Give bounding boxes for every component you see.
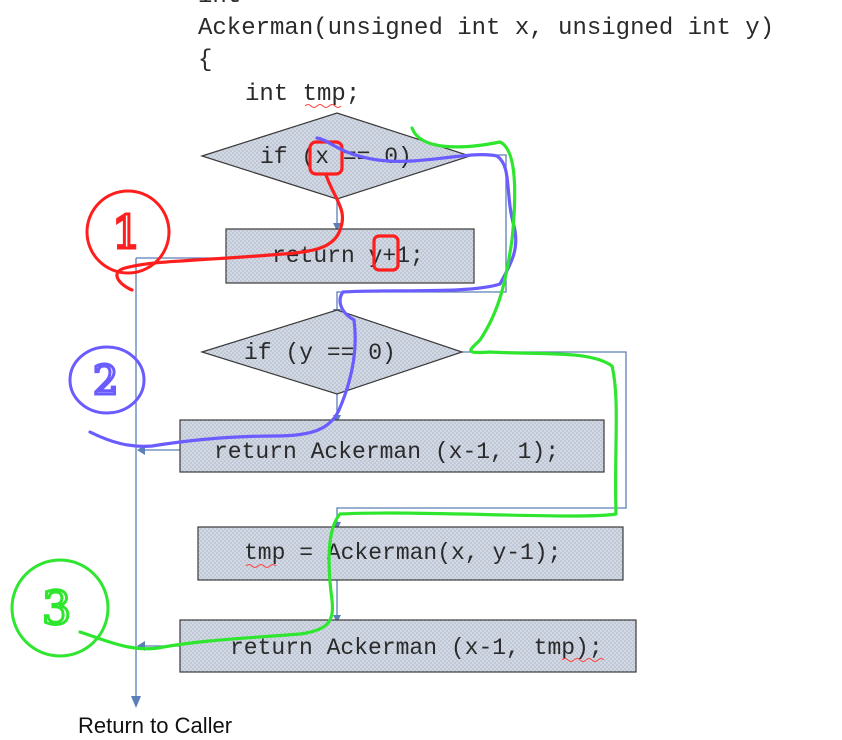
return-to-caller-label: Return to Caller [78, 713, 232, 738]
spell-squiggle-assign [245, 564, 277, 568]
tmp-assignment-label: tmp = Ackerman(x, y-1); [244, 540, 561, 566]
red-mark-number: 1 [112, 205, 141, 259]
decision-y-label: if (y == 0) [244, 340, 396, 366]
red-trace-path [115, 173, 345, 292]
return-arrowhead [131, 696, 141, 708]
green-trace-path [78, 126, 618, 651]
red-circle-y [372, 234, 400, 272]
blue-trace-path [88, 136, 518, 448]
function-signature: Ackerman(unsigned int x, unsigned int y) [198, 15, 774, 42]
decision-y-equals-zero [199, 309, 464, 395]
spell-squiggle-tmp-ret [561, 658, 605, 662]
red-mark-circle [85, 189, 171, 275]
green-mark-number: 3 [42, 581, 71, 635]
blue-mark-circle [68, 345, 146, 415]
connector-cond2-false [336, 351, 627, 525]
blue-mark-number: 2 [93, 358, 118, 404]
arrow-to-ret1 [333, 223, 341, 231]
open-brace: { [198, 47, 212, 74]
return-y-plus-one-label: return y+1; [272, 243, 424, 269]
arrow-to-ret3 [333, 615, 341, 623]
tmp-assignment-box [197, 526, 624, 581]
return-type-text: int [198, 0, 241, 10]
tmp-declaration: int tmp; [245, 81, 360, 108]
return-ackerman-tmp-label: return Ackerman (x-1, tmp); [230, 635, 603, 661]
return-ackerman-x-minus-one-box [179, 419, 605, 473]
return-ackerman-x-minus-one-label: return Ackerman (x-1, 1); [214, 439, 559, 465]
return-ackerman-tmp-box [179, 619, 637, 673]
spell-squiggle-tmp [304, 104, 342, 108]
green-mark-circle [10, 558, 110, 658]
